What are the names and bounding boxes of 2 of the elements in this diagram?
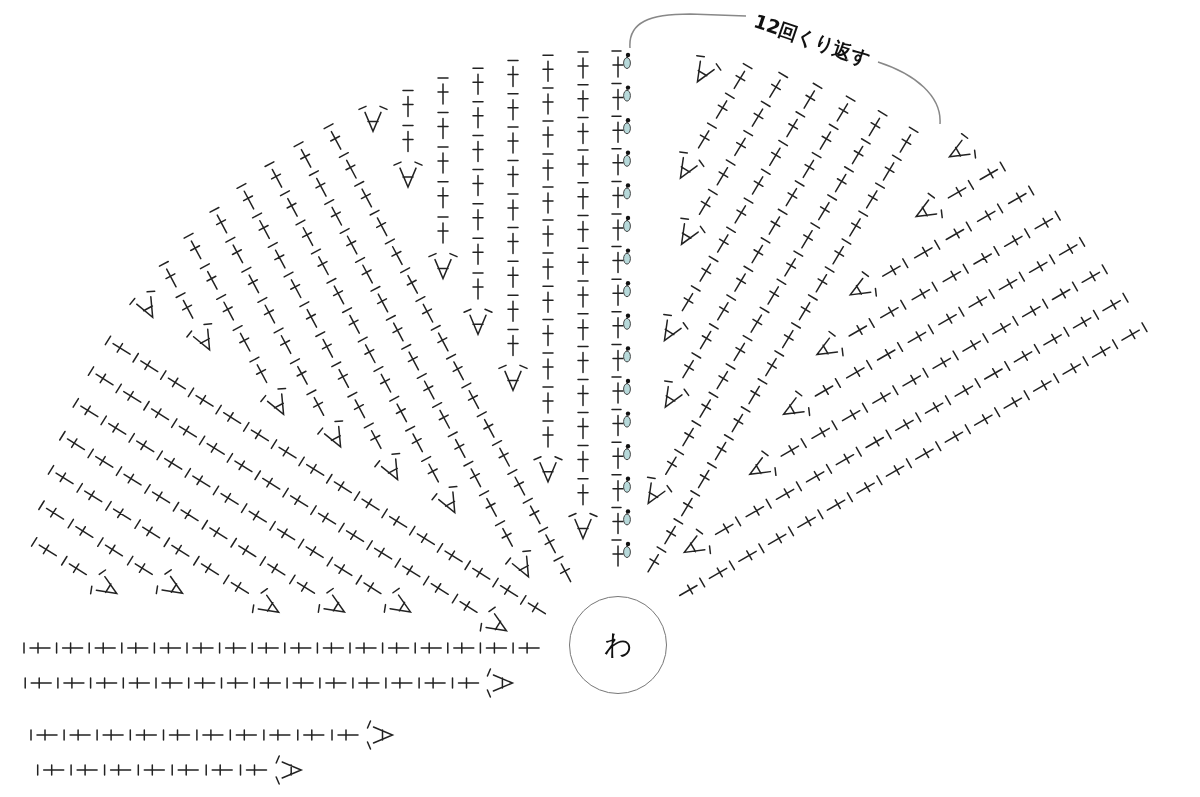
repeat-count-label: 12回くり返す [751, 11, 873, 69]
ring-text: わ [603, 631, 633, 659]
